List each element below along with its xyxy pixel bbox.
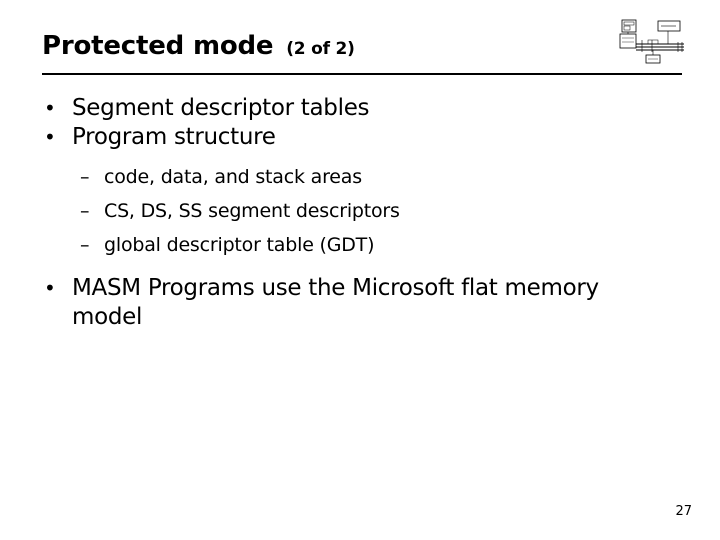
bullet-text: MASM Programs use the Microsoft flat mem… xyxy=(72,275,599,330)
slide-title-sub: (2 of 2) xyxy=(286,39,355,59)
bullet-glyph: • xyxy=(44,96,56,120)
dash-glyph: – xyxy=(80,200,90,222)
bullet-text: Segment descriptor tables xyxy=(72,95,370,121)
bullet-item: • Segment descriptor tables xyxy=(44,94,684,123)
bullet-glyph: • xyxy=(44,276,56,300)
bullet-glyph: • xyxy=(44,125,56,149)
sub-bullet-item: – code, data, and stack areas xyxy=(80,160,684,194)
slide-body: • Segment descriptor tables • Program st… xyxy=(44,94,684,332)
bullet-item: • MASM Programs use the Microsoft flat m… xyxy=(44,274,672,332)
sub-bullet-list: – code, data, and stack areas – CS, DS, … xyxy=(80,160,684,262)
bullet-item: • Program structure xyxy=(44,123,684,152)
title-divider xyxy=(42,73,682,75)
computer-architecture-diagram-icon xyxy=(619,19,684,64)
slide-title-main: Protected mode xyxy=(42,31,274,61)
sub-bullet-text: CS, DS, SS segment descriptors xyxy=(104,200,400,222)
sub-bullet-text: global descriptor table (GDT) xyxy=(104,234,375,256)
sub-bullet-item: – global descriptor table (GDT) xyxy=(80,228,684,262)
bullet-text: Program structure xyxy=(72,124,276,150)
page-number: 27 xyxy=(675,504,692,519)
sub-bullet-item: – CS, DS, SS segment descriptors xyxy=(80,194,684,228)
dash-glyph: – xyxy=(80,166,90,188)
slide-title: Protected mode (2 of 2) xyxy=(42,28,355,67)
sub-bullet-text: code, data, and stack areas xyxy=(104,166,362,188)
dash-glyph: – xyxy=(80,234,90,256)
